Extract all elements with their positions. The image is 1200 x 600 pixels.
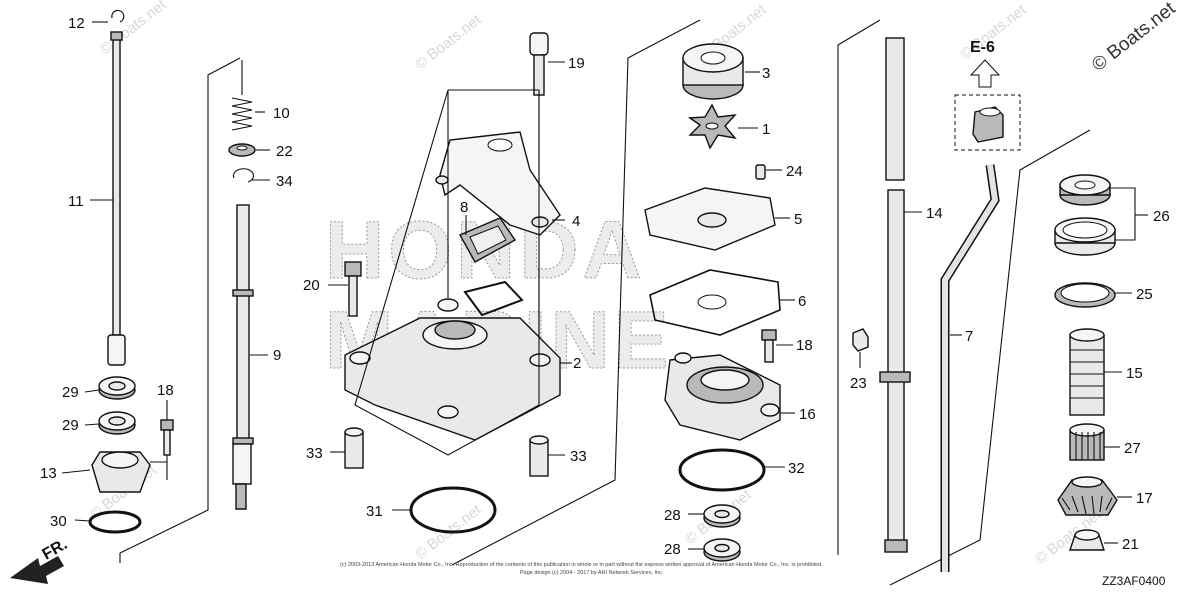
callout-21: 21 <box>1122 536 1139 553</box>
part-6-gasket <box>649 269 795 336</box>
callout-13: 13 <box>40 465 57 482</box>
callout-2: 2 <box>573 355 581 372</box>
callout-9: 9 <box>273 347 281 364</box>
callout-22: 22 <box>276 143 293 160</box>
callout-12: 12 <box>68 15 85 32</box>
copyright-line-1: (c) 2003-2013 American Honda Motor Co., … <box>340 562 823 568</box>
part-29-bearing-a <box>84 376 136 400</box>
part-25-pin <box>755 164 782 180</box>
o-ring-small <box>463 280 524 317</box>
callout-10: 10 <box>273 105 290 122</box>
callout-labels: 12 11 29 29 13 30 18 10 22 34 9 19 4 8 2… <box>40 15 1170 558</box>
part-5-plate <box>644 187 790 251</box>
part-17-pinion-gear <box>1057 476 1132 516</box>
callout-18-left: 18 <box>157 382 174 399</box>
part-24-key <box>852 328 869 368</box>
part-10-spring <box>231 60 265 131</box>
reference-e6: E-6 <box>970 39 995 56</box>
callout-34: 34 <box>276 173 293 190</box>
front-arrow: FR. <box>10 536 70 584</box>
part-26-needle-bearing <box>1069 423 1120 461</box>
part-13-holder <box>61 451 151 493</box>
e6-reference-box <box>954 59 1021 151</box>
watermark-corner: © Boats.net <box>1088 0 1180 76</box>
part-29-bearing-b <box>84 411 136 435</box>
callout-28b: 28 <box>664 541 681 558</box>
callout-33-left: 33 <box>306 445 323 462</box>
part-3-housing-insert <box>682 43 760 100</box>
callout-27: 26 <box>1153 208 1170 225</box>
group-lines <box>119 19 1091 586</box>
watermark: © Boats.net <box>97 0 170 58</box>
diagram-code: ZZ3AF0400 <box>1102 574 1166 588</box>
part-8-seal <box>459 215 517 263</box>
part-23-shim <box>1054 282 1132 308</box>
callout-31: 31 <box>366 503 383 520</box>
part-30-o-ring <box>74 510 142 534</box>
part-9-shaft <box>232 204 268 510</box>
callout-19: 19 <box>568 55 585 72</box>
footer: (c) 2003-2013 American Honda Motor Co., … <box>340 562 1166 588</box>
part-16-pump-case <box>664 352 795 441</box>
callout-15: 15 <box>1126 365 1143 382</box>
callout-16: 16 <box>799 406 816 423</box>
watermark: © Boats.net <box>412 11 485 73</box>
copyright-line-2: Page design (c) 2004 - 2017 by ARI Netwo… <box>520 570 664 576</box>
callout-29a: 29 <box>62 384 79 401</box>
callout-23: 25 <box>1136 286 1153 303</box>
part-1-impeller <box>687 103 758 150</box>
callout-7: 7 <box>965 328 973 345</box>
part-18-bolt-right <box>761 329 793 363</box>
part-28-bearing-a <box>688 504 741 528</box>
callout-3: 3 <box>762 65 770 82</box>
housing-guide-lines <box>354 89 540 456</box>
part-34-clip <box>232 168 270 183</box>
part-22-washer <box>228 143 270 157</box>
front-arrow-label: FR. <box>40 536 71 564</box>
part-27-bearing-cup <box>1054 187 1148 256</box>
callout-26: 27 <box>1124 440 1141 457</box>
part-15-sleeve <box>1069 328 1122 416</box>
part-7-water-tube <box>940 164 1000 572</box>
callout-6: 6 <box>798 293 806 310</box>
part-28-bearing-b <box>688 538 741 562</box>
callout-25: 24 <box>786 163 803 180</box>
callout-18-right: 18 <box>796 337 813 354</box>
part-32-o-ring <box>678 448 785 492</box>
callout-32: 32 <box>788 460 805 477</box>
part-14-drive-shaft <box>879 37 922 553</box>
callout-29b: 29 <box>62 417 79 434</box>
part-20-bolt <box>328 261 362 317</box>
callout-33-right: 33 <box>570 448 587 465</box>
callout-11: 11 <box>68 193 84 210</box>
callout-17: 17 <box>1136 490 1153 507</box>
part-31-o-ring <box>392 486 497 534</box>
part-4-cover <box>435 131 565 236</box>
callout-24: 23 <box>850 375 867 392</box>
part-2-housing <box>344 90 572 441</box>
part-18-bolt-left <box>150 400 174 480</box>
callout-1: 1 <box>762 121 770 138</box>
callout-28a: 28 <box>664 507 681 524</box>
callout-5: 5 <box>794 211 802 228</box>
part-27-bearing-cone <box>1059 174 1111 206</box>
part-33-dowel-right <box>529 435 565 477</box>
callout-14: 14 <box>926 205 943 222</box>
part-33-dowel-left <box>330 427 364 469</box>
callout-4: 4 <box>572 213 580 230</box>
part-21-nut <box>1069 529 1118 551</box>
part-11-shift-rod <box>90 31 126 366</box>
callout-30: 30 <box>50 513 67 530</box>
callout-20: 20 <box>303 277 320 294</box>
part-12-clip <box>92 9 125 23</box>
callout-8: 8 <box>460 199 468 216</box>
